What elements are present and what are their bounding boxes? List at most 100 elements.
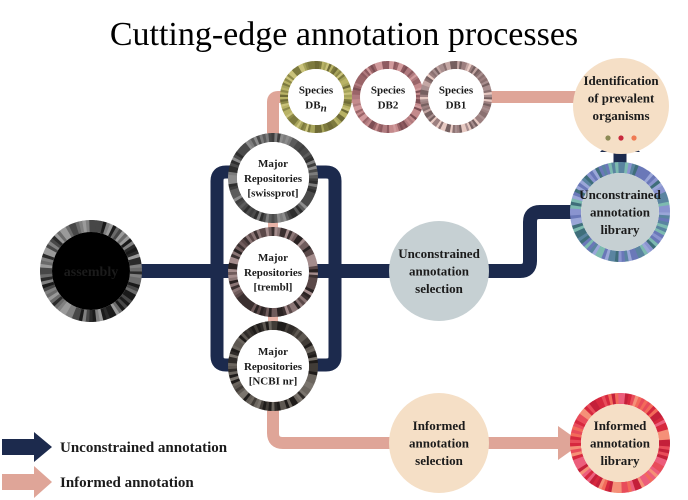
node-label-line: Unconstrained <box>579 187 661 202</box>
ring-segment <box>122 241 135 251</box>
ring-segment <box>333 68 341 77</box>
ring-segment <box>579 234 591 245</box>
ring-segment <box>598 396 606 408</box>
ring-segment <box>231 192 242 200</box>
ring-segment <box>242 142 252 152</box>
ring-segment <box>280 86 290 92</box>
ring-segment <box>125 286 138 296</box>
ring-segment <box>589 401 599 413</box>
ring-segment <box>658 214 670 220</box>
ring-segment <box>425 75 434 83</box>
ring-segment <box>40 270 53 275</box>
ring-segment <box>466 63 473 72</box>
ring-segment <box>376 123 382 132</box>
ring-segment <box>570 435 582 441</box>
ring-segment <box>306 162 317 169</box>
ring-segment <box>230 283 241 291</box>
ring-segment <box>44 286 57 295</box>
ring-segment <box>353 104 362 110</box>
ring-segment <box>250 137 258 147</box>
node-label-line: Repositories <box>244 361 303 373</box>
ring-segment <box>45 243 59 253</box>
ring-segment <box>611 393 617 405</box>
ring-segment <box>644 403 654 415</box>
ring-segment <box>286 304 293 314</box>
ring-segment <box>581 407 593 418</box>
ring-segment <box>626 393 633 406</box>
ring-segment <box>407 114 416 123</box>
ring-segment <box>618 392 623 405</box>
ring-segment <box>62 303 72 316</box>
ring-segment <box>281 322 288 332</box>
ring-segment <box>477 113 486 121</box>
ring-segment <box>634 165 643 178</box>
ring-segment <box>308 362 318 367</box>
ring-segment <box>588 242 599 254</box>
ring-segment <box>42 283 56 292</box>
ring-segment <box>308 277 318 282</box>
ring-segment <box>367 120 374 129</box>
ring-segment <box>303 288 313 297</box>
ring-segment <box>228 180 238 185</box>
ring-segment <box>264 307 270 317</box>
ring-segment <box>629 249 636 261</box>
ring-segment <box>583 238 594 250</box>
ring-segment <box>120 238 133 249</box>
ring-segment <box>56 299 67 312</box>
ring-segment <box>285 111 294 119</box>
ring-segment <box>411 110 420 117</box>
ring-segment <box>270 401 275 411</box>
ring-segment <box>604 394 611 406</box>
ring-segment <box>643 471 654 483</box>
ring-segment <box>303 194 313 203</box>
ring-segment <box>329 120 337 129</box>
ring-segment <box>295 65 303 74</box>
ring-segment <box>479 110 488 117</box>
ring-segment <box>240 238 250 247</box>
ring-segment <box>656 425 669 433</box>
ring-segment <box>247 138 256 149</box>
ring-segment <box>577 232 589 242</box>
ring-segment <box>305 378 316 385</box>
ring-segment <box>286 324 294 334</box>
ring-segment <box>409 73 418 81</box>
ring-segment <box>234 196 244 205</box>
ring-segment <box>413 106 422 112</box>
ring-segment <box>426 113 435 121</box>
ring-segment <box>59 228 70 241</box>
ring-segment <box>127 281 141 289</box>
ring-segment <box>480 80 490 86</box>
ring-segment <box>126 250 140 259</box>
ring-segment <box>238 146 248 155</box>
ring-segment <box>297 144 306 154</box>
ring-segment <box>584 174 595 185</box>
node-core <box>288 69 344 125</box>
node-label-line: Species <box>371 84 406 96</box>
unconstrained-bracket-left <box>210 165 237 372</box>
ring-segment <box>637 167 646 179</box>
node-core <box>237 330 309 402</box>
ring-segment <box>306 124 312 133</box>
ring-segment <box>429 116 438 124</box>
ring-segment <box>258 306 265 316</box>
ring-segment <box>641 242 651 254</box>
ring-segment <box>604 163 611 175</box>
ring-segment <box>292 394 301 404</box>
informed-path-ncbi-to-selection <box>267 400 560 449</box>
ring-segment <box>280 96 289 100</box>
ring-segment <box>41 281 55 289</box>
ring-segment <box>302 245 312 254</box>
ring-segment <box>400 64 407 73</box>
ring-segment <box>342 104 351 110</box>
ring-segment <box>464 122 470 132</box>
ring-segment <box>125 247 138 256</box>
ring-segment <box>575 229 587 239</box>
ring-segment <box>234 245 245 253</box>
ring-segment <box>481 106 490 112</box>
ring-segment <box>288 114 296 123</box>
ring-segment <box>424 109 433 117</box>
ring-segment <box>595 397 604 410</box>
ring-segment <box>308 171 318 176</box>
